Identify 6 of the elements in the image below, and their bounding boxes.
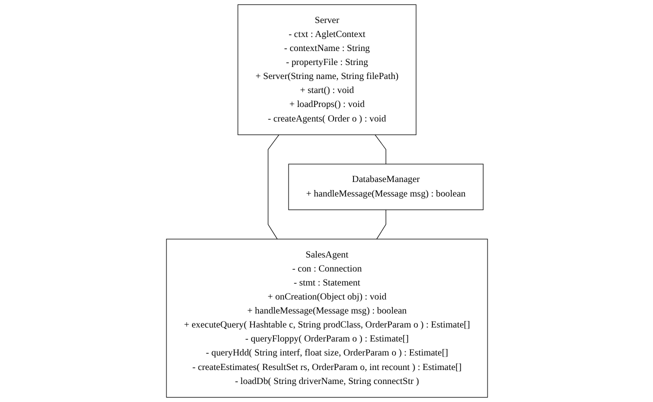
node-box: SalesAgent - con : Connection - stmt : Statement + onCreation(Object obj) : void + handleMessage(Message msg) : boolean + executeQuery( Hashtable c, String prodClass, OrderParam o ) : Estimate[] - queryFloppy( OrderParam o ) : Estimate[] - queryHdd( String interf, float size, OrderParam o ) : Estimate[] - createEstimates( ResultSet rs, OrderParam o, int recount ) : Estimate[] - loadDb( String driverName, String connectStr ) (166, 238, 488, 398)
connector (376, 210, 386, 240)
node-box: DatabaseManager + handleMessage(Message msg) : boolean (288, 164, 483, 210)
connector (267, 134, 279, 240)
connector (374, 134, 386, 164)
node-box: Server - ctxt : AgletContext - contextName : String - propertyFile : String + Server(String name, String filePath) + start() : void + loadProps() : void - createAgents( Order o ) : void (237, 4, 416, 136)
